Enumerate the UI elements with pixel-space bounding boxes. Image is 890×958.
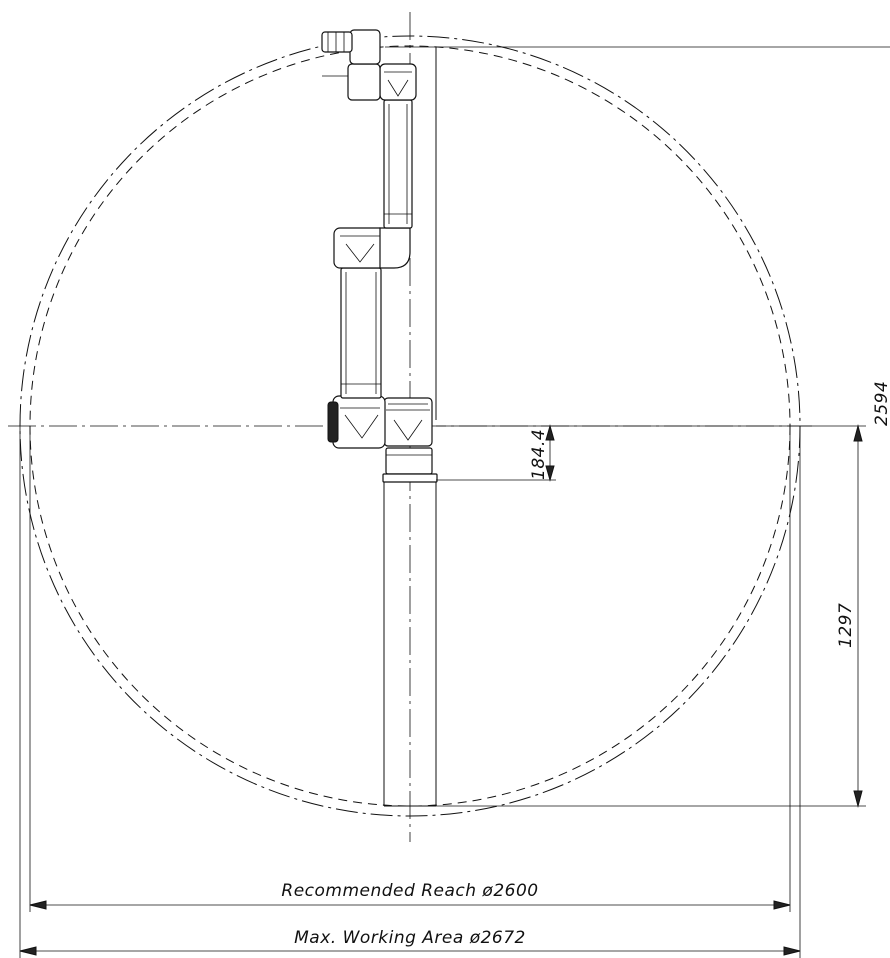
lower-arm [340, 267, 382, 399]
tool-flange [321, 31, 353, 53]
dimension-2594: 2594 [872, 381, 890, 426]
upper-arm [383, 99, 413, 229]
total-height-label: 2594 [872, 381, 890, 426]
robot-base [383, 397, 433, 447]
dimension-recommended-reach: Recommended Reach ø2600 [29, 881, 791, 910]
dimension-184: 184.4 [529, 424, 555, 482]
pedestal [383, 47, 437, 807]
dimension-1297: 1297 [836, 424, 863, 808]
base-height-label: 184.4 [529, 429, 549, 480]
wrist-joint-1 [347, 63, 381, 101]
dimension-max-working-area: Max. Working Area ø2672 [19, 928, 801, 956]
center-height-label: 1297 [836, 603, 856, 648]
robot-arm [321, 29, 438, 483]
recommended-reach-label: Recommended Reach ø2600 [281, 881, 538, 901]
extension-lines [19, 46, 890, 958]
wrist-joint-2 [379, 63, 417, 101]
shoulder-joint [332, 395, 386, 449]
max-working-area-label: Max. Working Area ø2672 [294, 928, 526, 948]
